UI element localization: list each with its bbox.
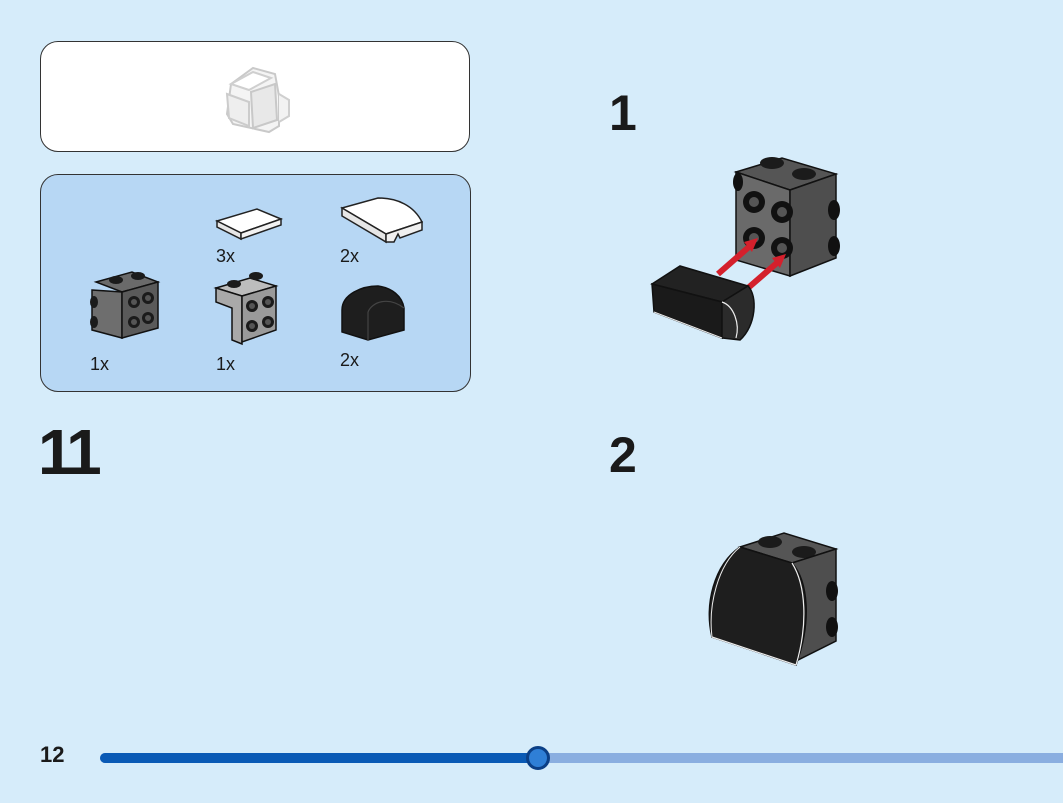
white-curved-slope-icon [340,197,424,244]
part-qty: 1x [216,354,236,374]
light-gray-bracket-plate-icon [213,272,279,346]
model-preview-box [40,41,470,152]
black-curved-brick-icon [341,285,405,341]
page-number: 12 [40,742,65,767]
progress-knob [526,746,550,770]
step-number: 11 [38,416,102,488]
part-qty: 2x [340,350,360,370]
part-qty: 1x [90,354,110,374]
progress-fill [100,753,538,763]
sub-step-number: 2 [609,427,637,483]
dark-gray-bracket-brick-icon [90,271,161,339]
truck-cab-preview-icon [225,66,290,134]
white-tile-1x2-icon [214,208,284,241]
part-qty: 3x [216,246,236,266]
sub-step-2-illustration [708,532,839,666]
sub-step-1-illustration [650,157,840,341]
progress-track [100,753,1063,763]
sub-step-number: 1 [609,85,637,141]
part-qty: 2x [340,246,360,266]
